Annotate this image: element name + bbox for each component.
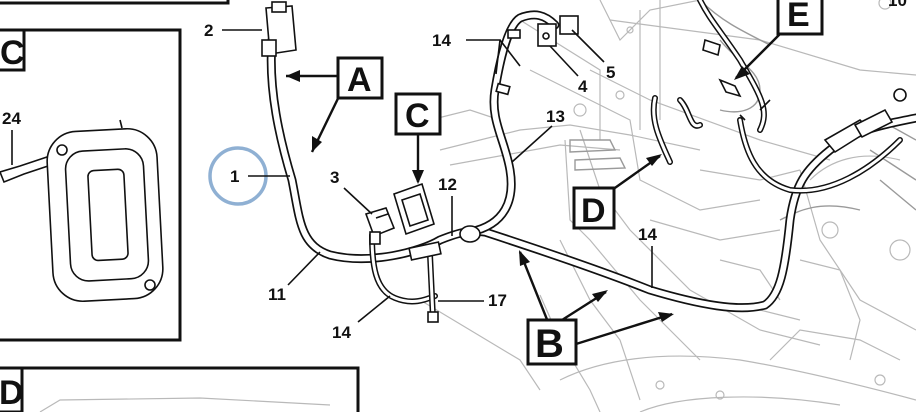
inset-d-label: D xyxy=(0,374,24,412)
callout-14-top: 14 xyxy=(432,31,451,50)
connector-3 xyxy=(364,207,396,245)
inset-c-label: C xyxy=(0,34,25,72)
view-label-a: A xyxy=(347,61,372,99)
callout-13: 13 xyxy=(546,107,565,126)
callout-5: 5 xyxy=(606,63,615,82)
inset-c: C 24 xyxy=(0,28,182,342)
callouts: 2 1 3 11 12 14 17 13 14 4 5 14 1 xyxy=(204,0,907,342)
connector-c-detail xyxy=(393,182,435,236)
view-a: A xyxy=(286,56,384,153)
view-label-d: D xyxy=(581,192,606,230)
inset-d: D xyxy=(0,366,360,412)
view-e: E xyxy=(734,0,824,80)
callout-2: 2 xyxy=(204,21,213,40)
view-c: C xyxy=(394,92,442,184)
callout-1: 1 xyxy=(230,167,239,186)
callout-14-right: 14 xyxy=(638,225,657,244)
callout-3: 3 xyxy=(330,168,339,187)
harness-main xyxy=(266,0,916,323)
callout-10: 10 xyxy=(888,0,907,10)
view-b: B xyxy=(518,250,674,366)
callout-17: 17 xyxy=(488,291,507,310)
callout-14-bottom: 14 xyxy=(332,323,351,342)
view-label-e: E xyxy=(787,0,810,34)
callout-24: 24 xyxy=(2,109,21,128)
connector-4-5 xyxy=(537,15,579,47)
view-label-b: B xyxy=(535,322,564,366)
engine-background xyxy=(419,0,916,412)
callout-11: 11 xyxy=(268,285,286,304)
view-label-c: C xyxy=(405,97,430,135)
callout-4: 4 xyxy=(578,77,588,96)
view-d: D xyxy=(572,154,662,230)
connector-2 xyxy=(261,1,297,57)
frame-top-left xyxy=(0,0,230,5)
callout-12: 12 xyxy=(438,175,457,194)
